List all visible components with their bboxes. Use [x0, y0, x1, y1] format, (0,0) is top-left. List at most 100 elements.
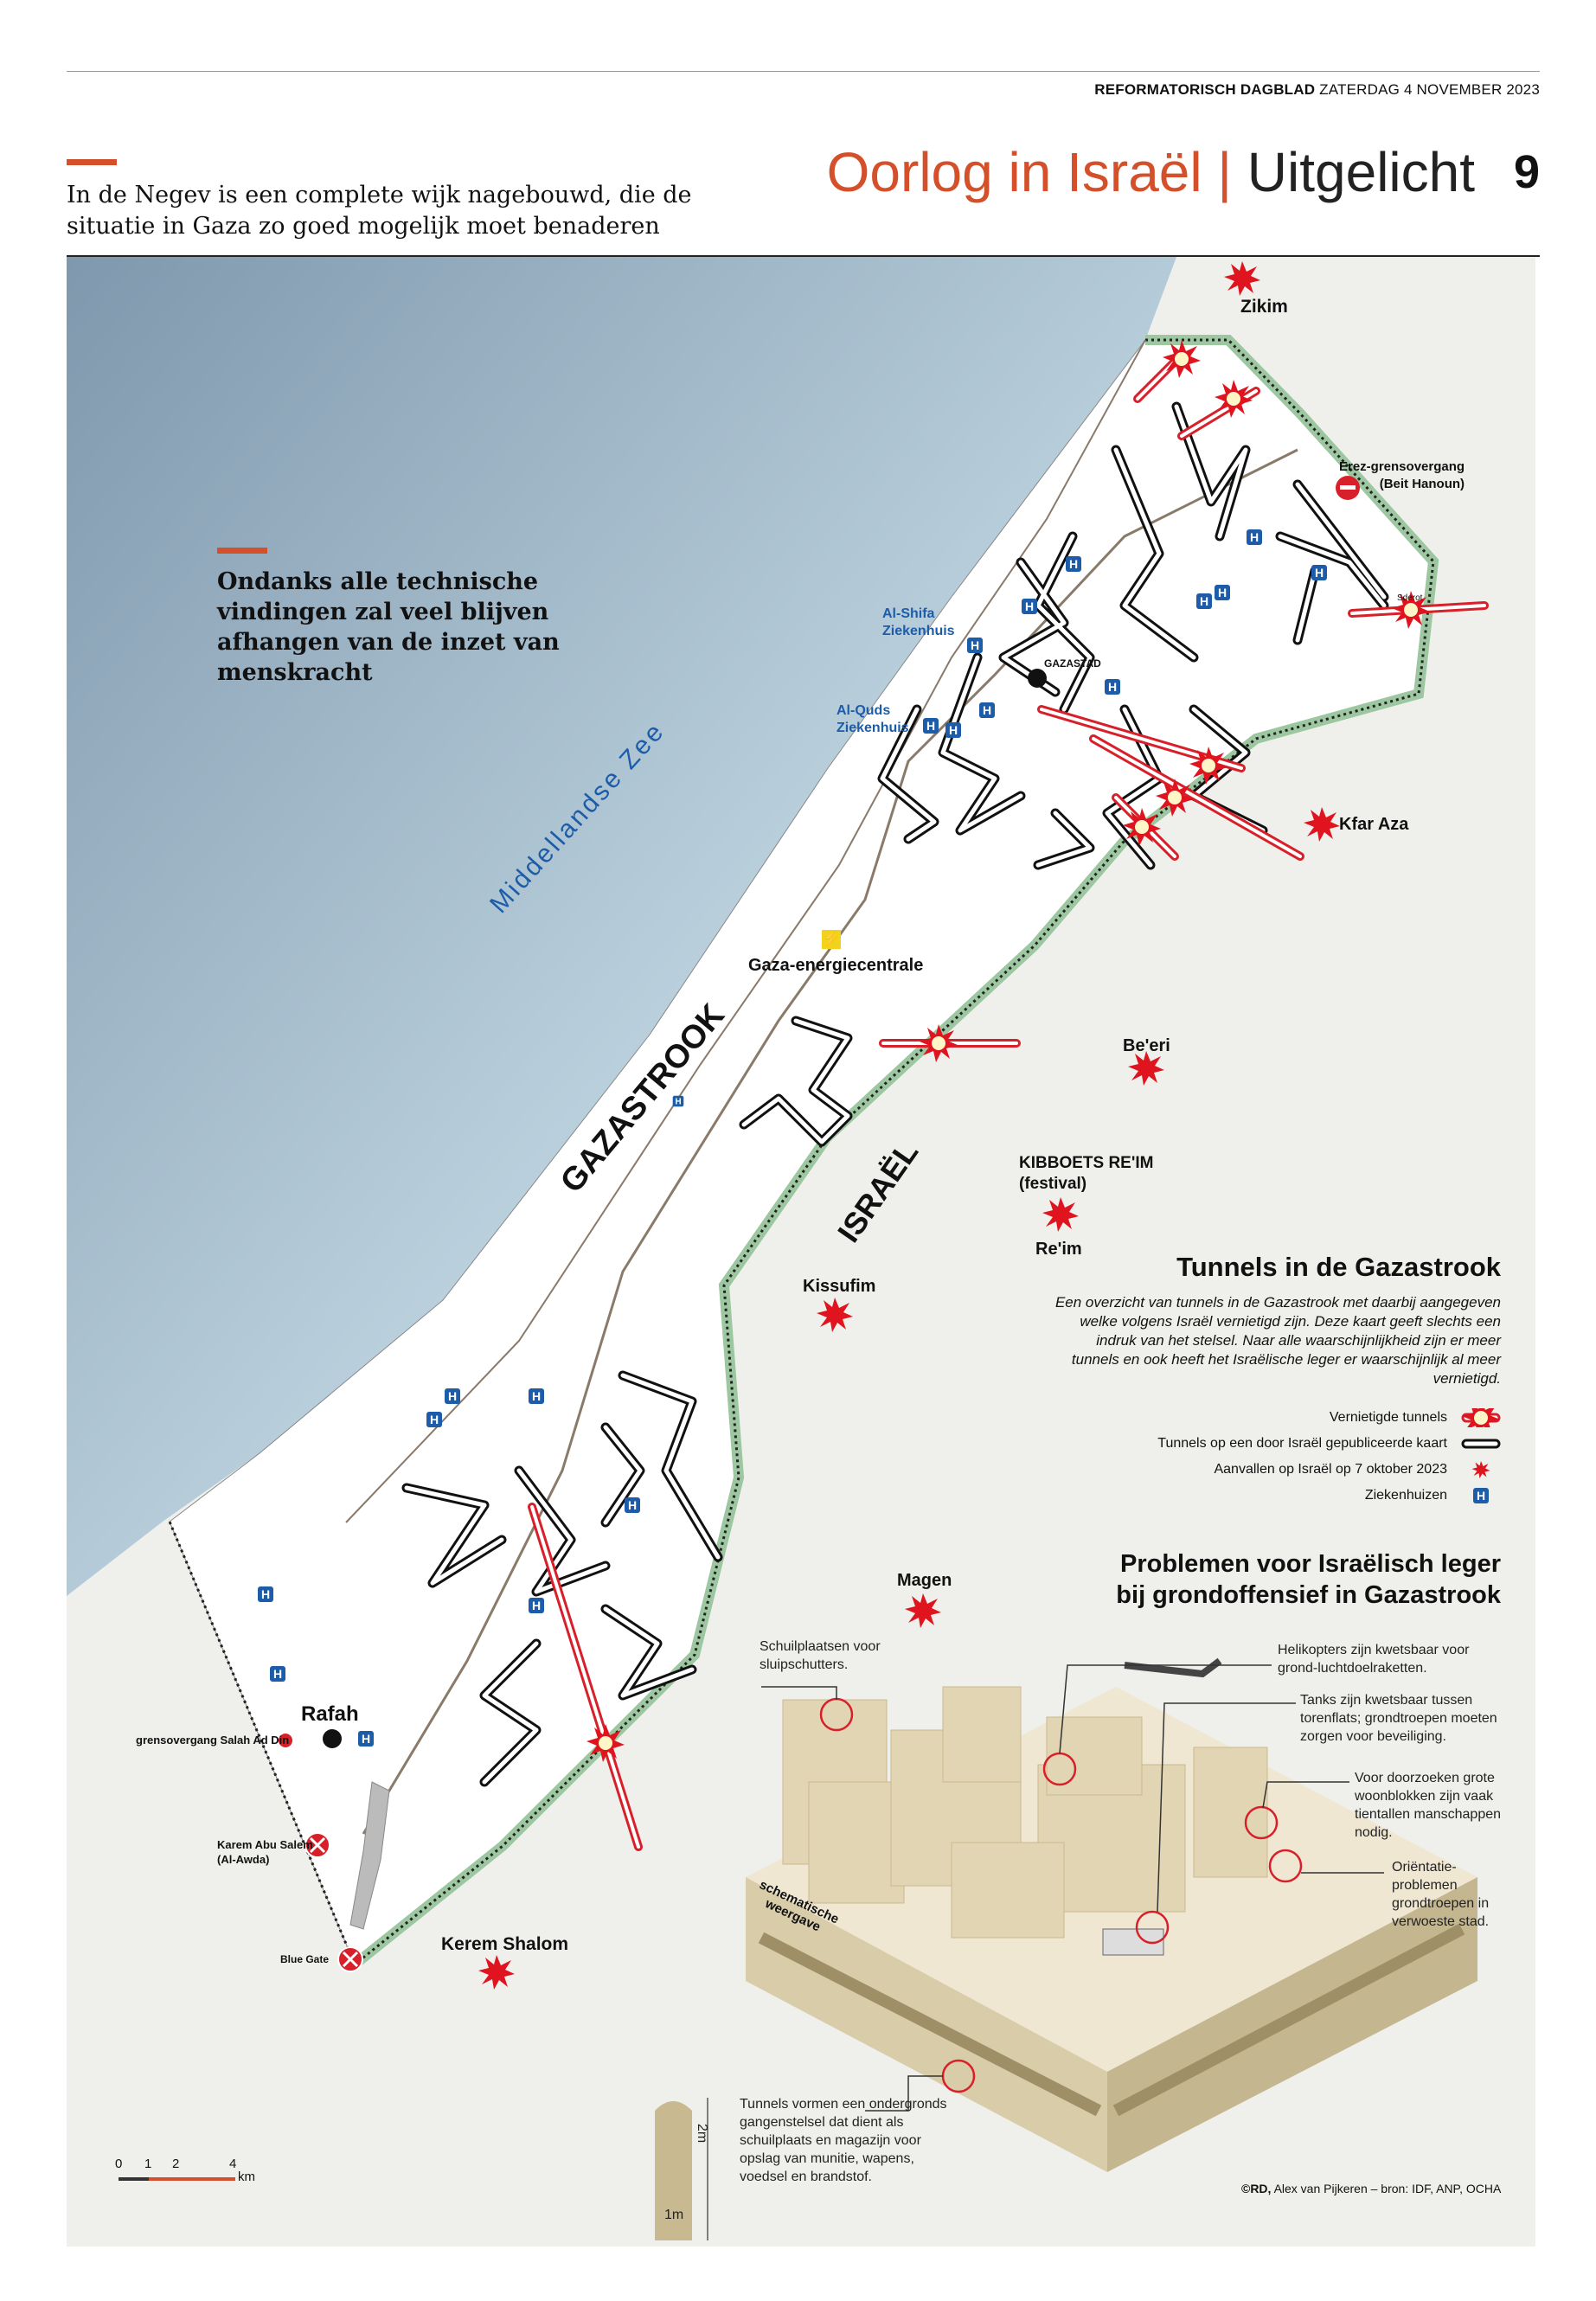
- label-gazastad: GAZASTAD: [1044, 657, 1101, 670]
- erez-sub: (Beit Hanoun): [1379, 477, 1465, 491]
- credit: ©RD, Alex van Pijkeren – bron: IDF, ANP,…: [1241, 2182, 1501, 2195]
- attack-star-icon: [1461, 1460, 1501, 1479]
- hospital-icon: H: [1461, 1486, 1501, 1505]
- label-salah-ad-din: grensovergang Salah Ad Din: [136, 1734, 290, 1747]
- page-number: 9: [1513, 146, 1540, 198]
- label-beeri: Be'eri: [1123, 1036, 1170, 1055]
- label-magen: Magen: [897, 1571, 952, 1590]
- hospital-icon: H: [358, 1731, 374, 1747]
- hospital-icon: H: [1105, 679, 1120, 695]
- hospital-symbol: H: [1473, 1488, 1489, 1503]
- legend-item-hospital: Ziekenhuizen H: [1365, 1486, 1501, 1505]
- legend-label: Tunnels op een door Israël gepubliceerde…: [1157, 1436, 1447, 1451]
- scale-bar: [119, 2177, 235, 2181]
- shifa-name: Al-Shifa: [882, 606, 935, 621]
- reim-festival-name: KIBBOETS RE'IM: [1019, 1154, 1154, 1172]
- masthead: REFORMATORISCH DAGBLAD ZATERDAG 4 NOVEMB…: [1094, 81, 1540, 99]
- callout-snipers: Schuilplaatsen voor sluipschutters.: [760, 1639, 881, 1672]
- scale-tick-4: 4: [229, 2157, 237, 2171]
- karem-name: Karem Abu Salem: [217, 1838, 313, 1851]
- salah-al-din-road: [362, 448, 1298, 1835]
- hospital-icon: H: [1215, 585, 1230, 600]
- tunnel-height: 2m: [695, 2124, 709, 2144]
- illustration-city-block: [655, 1657, 1477, 2240]
- karem-sub: (Al-Awda): [217, 1853, 270, 1866]
- tunnel-width: 1m: [664, 2208, 684, 2222]
- scale-tick-1: 1: [144, 2157, 152, 2171]
- hospital-icon: H: [445, 1388, 460, 1404]
- issue-date: ZATERDAG 4 NOVEMBER 2023: [1319, 81, 1540, 98]
- label-reim: Re'im: [1035, 1240, 1082, 1259]
- label-karem-abu-salem: Karem Abu Salem (Al-Awda): [217, 1837, 313, 1867]
- legend-item-tunnel: Tunnels op een door Israël gepubliceerde…: [1157, 1434, 1501, 1453]
- legend-title: Tunnels in de Gazastrook: [1176, 1252, 1501, 1282]
- scale-tick-2: 2: [172, 2157, 180, 2171]
- intro-text: In de Negev is een complete wijk nagebou…: [67, 182, 692, 240]
- gaza-city-dot: [1028, 669, 1047, 688]
- callout-orientation: Oriëntatie-problemen grondtroepen in ver…: [1392, 1860, 1490, 1929]
- erez-no-entry-icon: [1336, 476, 1360, 500]
- power-plant-icon: ⚡: [822, 930, 841, 949]
- paper-name: REFORMATORISCH DAGBLAD: [1094, 81, 1316, 98]
- intro-accent: [67, 159, 117, 165]
- reim-festival-sub: (festival): [1019, 1175, 1087, 1193]
- problems-title-1: Problemen voor Israëlisch leger: [1119, 1550, 1501, 1578]
- hospital-icon: H: [923, 718, 939, 734]
- legend-label: Ziekenhuizen: [1364, 1488, 1447, 1503]
- hospital-icon: H: [967, 638, 983, 653]
- label-power-plant: Gaza-energiecentrale: [748, 956, 924, 975]
- pull-quote: Ondanks alle technische vindingen zal ve…: [217, 568, 560, 686]
- quds-name: Al-Quds: [836, 703, 891, 718]
- rafah-dot: [323, 1729, 342, 1748]
- legend-label: Aanvallen op Israël op 7 oktober 2023: [1214, 1462, 1447, 1477]
- quds-sub: Ziekenhuis: [836, 721, 909, 735]
- quote-accent: [217, 548, 267, 554]
- label-reim-festival: KIBBOETS RE'IM (festival): [1019, 1153, 1153, 1195]
- hospital-icon: H: [1022, 599, 1037, 614]
- hospital-icon: H: [1196, 593, 1212, 609]
- hospital-icon: H: [672, 1095, 684, 1107]
- legend-item-attack: Aanvallen op Israël op 7 oktober 2023: [1214, 1460, 1501, 1479]
- credit-text: Alex van Pijkeren – bron: IDF, ANP, OCHA: [1273, 2182, 1502, 2195]
- hospital-icon: H: [529, 1388, 544, 1404]
- airport: [349, 1781, 390, 1930]
- label-kerem-shalom: Kerem Shalom: [441, 1934, 569, 1954]
- erez-name: Erez-grensovergang: [1339, 459, 1465, 474]
- hospital-icon: H: [270, 1666, 285, 1682]
- hospital-icon: H: [258, 1586, 273, 1602]
- destroyed-tunnels: [528, 340, 1489, 1851]
- callout-helicopters: Helikopters zijn kwetsbaar voor grond-lu…: [1278, 1643, 1470, 1676]
- callout-search: Voor doorzoeken grote woonblokken zijn v…: [1355, 1771, 1502, 1840]
- tunnel-profile: [655, 2101, 692, 2240]
- hospital-icon: H: [945, 722, 961, 738]
- hospital-icon: H: [426, 1412, 442, 1427]
- hospital-icon: H: [979, 702, 995, 718]
- hospital-icon: H: [1311, 565, 1327, 580]
- header-rule: [67, 255, 1540, 257]
- callout-lines: [761, 1664, 1384, 2112]
- destroyed-tunnel-icon: [1461, 1408, 1501, 1427]
- legend-item-destroyed: Vernietigde tunnels: [1330, 1408, 1501, 1427]
- sea: [67, 257, 1176, 1596]
- callout-tunnels: Tunnels vormen een ondergronds gangenste…: [740, 2097, 947, 2184]
- scale-tick-0: 0: [115, 2157, 123, 2171]
- label-rafah: Rafah: [301, 1702, 359, 1726]
- section-name: Oorlog in Israël: [826, 141, 1202, 203]
- label-erez: Erez-grensovergang (Beit Hanoun): [1339, 458, 1465, 493]
- separator: |: [1217, 141, 1232, 203]
- gaza-map: [67, 257, 1535, 2247]
- hospital-icon: H: [1066, 556, 1081, 572]
- coastal-road: [345, 339, 1146, 1523]
- legend-description: Een overzicht van tunnels in de Gazastro…: [1054, 1294, 1501, 1387]
- top-rule: [67, 71, 1540, 72]
- blocked-crossing-icon: [279, 1734, 363, 1972]
- section-title: Oorlog in Israël | Uitgelicht: [827, 140, 1475, 204]
- hospital-icon: H: [1247, 529, 1262, 545]
- subsection-name: Uitgelicht: [1247, 141, 1475, 203]
- label-zikim: Zikim: [1240, 297, 1288, 317]
- shifa-sub: Ziekenhuis: [882, 624, 955, 638]
